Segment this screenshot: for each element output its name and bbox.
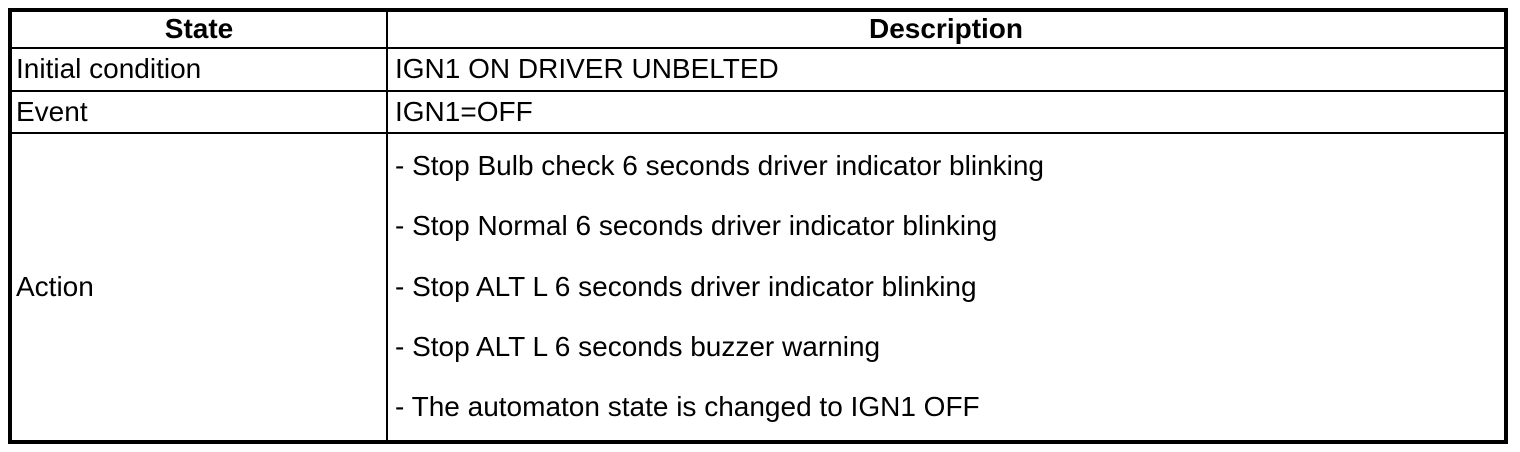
cell-state-initial-condition: Initial condition [12, 49, 388, 92]
action-line: - Stop Normal 6 seconds driver indicator… [395, 210, 998, 242]
action-line: - Stop ALT L 6 seconds driver indicator … [395, 270, 977, 302]
action-line: - Stop ALT L 6 seconds buzzer warning [395, 331, 881, 363]
cell-description-initial-condition: IGN1 ON DRIVER UNBELTED [388, 49, 1504, 92]
cell-state-action: Action [12, 134, 388, 440]
header-cell-state: State [12, 12, 388, 49]
header-cell-description: Description [388, 12, 1504, 49]
action-line: - The automaton state is changed to IGN1… [395, 391, 980, 423]
cell-description-action: - Stop Bulb check 6 seconds driver indic… [388, 134, 1504, 440]
state-description-table: State Description Initial condition IGN1… [8, 8, 1508, 444]
cell-description-event: IGN1=OFF [388, 92, 1504, 134]
cell-state-event: Event [12, 92, 388, 134]
action-line: - Stop Bulb check 6 seconds driver indic… [395, 149, 1045, 181]
